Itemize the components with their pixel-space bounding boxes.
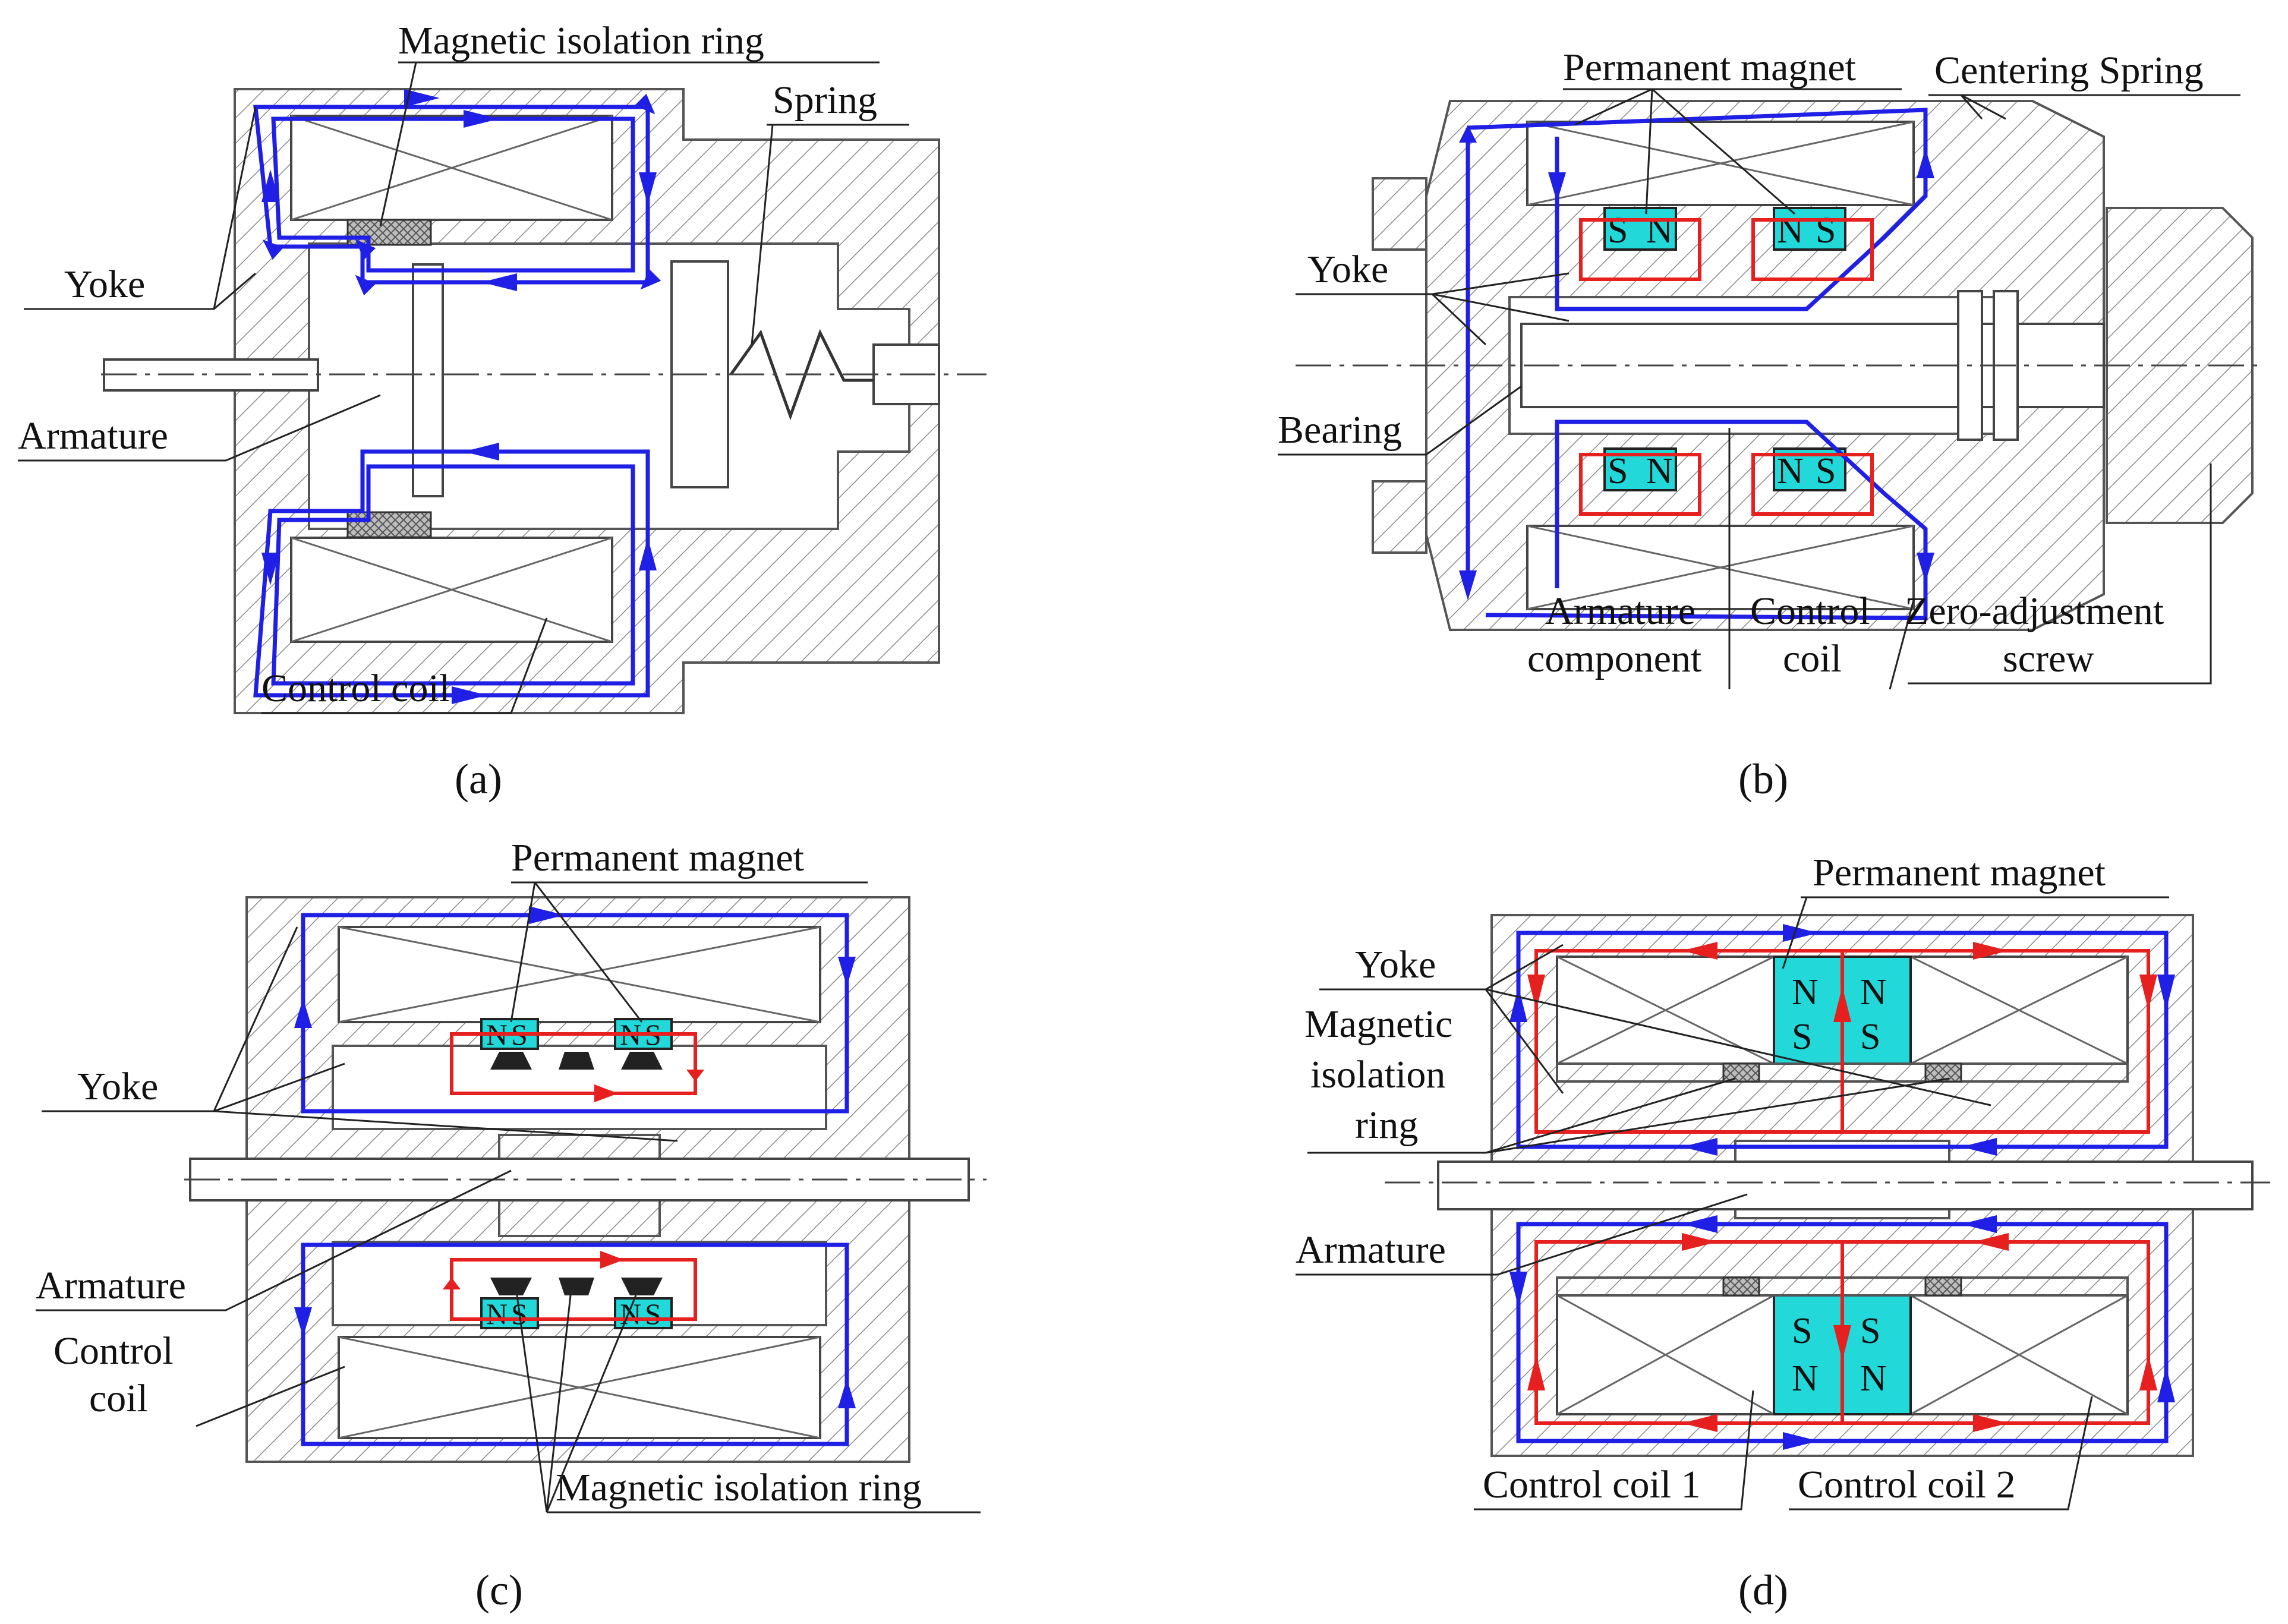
- panel-d: N S N S S N S N: [1296, 851, 2270, 1614]
- panel-b: S N N S S N N S Permanent magnet Centeri…: [1278, 46, 2258, 803]
- label-b-bearing: Bearing: [1278, 408, 1402, 452]
- isolation-ring-a-bottom: [346, 511, 432, 538]
- flux-a-bottom: [253, 449, 650, 698]
- yoke-a-cavity: [308, 242, 910, 530]
- flux-b-magnet-red: [1579, 218, 1874, 516]
- label-b-permanent-magnet: Permanent magnet: [1563, 46, 1856, 89]
- label-b-armature-2: component: [1527, 637, 1701, 680]
- label-d-iso-3: ring: [1355, 1103, 1418, 1147]
- svg-text:N: N: [1646, 210, 1673, 251]
- svg-text:N: N: [1777, 210, 1804, 251]
- label-b-armature-1: Armature: [1545, 589, 1695, 633]
- flux-c-top: [301, 913, 849, 1114]
- caption-b: (b): [1738, 755, 1788, 803]
- label-d-armature: Armature: [1296, 1228, 1446, 1272]
- label-a-spring: Spring: [773, 78, 877, 122]
- svg-text:N: N: [1792, 972, 1819, 1013]
- svg-text:S: S: [1608, 451, 1628, 491]
- permanent-magnet-c-3: [480, 1297, 539, 1329]
- label-a-isolation-ring: Magnetic isolation ring: [398, 19, 764, 62]
- flux-d-magnet-red: [1534, 949, 2150, 1425]
- label-b-yoke: Yoke: [1307, 248, 1388, 291]
- label-b-control-1: Control: [1750, 589, 1870, 633]
- label-c-isolation-ring: Magnetic isolation ring: [556, 1466, 922, 1509]
- label-c-control-2: coil: [89, 1377, 148, 1420]
- svg-text:N: N: [1860, 972, 1887, 1013]
- flux-b-bottom: [1485, 420, 1928, 620]
- label-a-yoke: Yoke: [64, 263, 145, 306]
- svg-text:S: S: [1792, 1017, 1812, 1057]
- svg-text:N: N: [486, 1297, 508, 1330]
- caption-d: (d): [1738, 1566, 1788, 1614]
- label-c-armature: Armature: [36, 1264, 186, 1307]
- label-a-control-coil: Control coil: [261, 667, 450, 710]
- svg-text:S: S: [1792, 1311, 1812, 1351]
- permanent-magnet-b-1: [1603, 207, 1677, 251]
- svg-text:S: S: [1608, 210, 1628, 251]
- permanent-magnet-b-2: [1773, 207, 1846, 251]
- isolation-ring-a-top: [346, 219, 432, 246]
- armature-d-shaft: [1437, 1161, 2254, 1210]
- flux-c-bottom: [301, 1243, 849, 1446]
- label-d-iso-1: Magnetic: [1304, 1002, 1452, 1046]
- caption-c: (c): [475, 1566, 523, 1614]
- flux-d-main: [1516, 931, 2169, 1443]
- svg-text:S: S: [1816, 451, 1836, 491]
- svg-text:N: N: [1792, 1358, 1819, 1399]
- svg-text:N: N: [1646, 451, 1673, 491]
- label-b-centering-spring: Centering Spring: [1934, 49, 2204, 92]
- label-d-iso-2: isolation: [1310, 1053, 1445, 1096]
- svg-text:N: N: [1777, 451, 1804, 491]
- label-b-zero-1: Zero-adjustment: [1905, 589, 2164, 633]
- armature-a: [412, 263, 444, 497]
- label-c-permanent-magnet: Permanent magnet: [511, 836, 804, 879]
- label-d-yoke: Yoke: [1355, 943, 1436, 986]
- svg-text:S: S: [1860, 1311, 1880, 1351]
- svg-text:N: N: [1860, 1358, 1887, 1399]
- label-d-coil-1: Control coil 1: [1483, 1463, 1701, 1506]
- label-c-yoke: Yoke: [77, 1065, 158, 1108]
- svg-text:S: S: [1860, 1017, 1880, 1057]
- label-b-zero-2: screw: [2003, 637, 2094, 680]
- label-c-control-1: Control: [53, 1329, 174, 1373]
- label-b-control-2: coil: [1783, 637, 1842, 680]
- flux-a-top: [253, 107, 648, 282]
- label-d-permanent-magnet: Permanent magnet: [1813, 851, 2106, 894]
- flux-b-top: [1466, 108, 1928, 594]
- label-a-armature: Armature: [18, 414, 168, 458]
- svg-text:S: S: [1816, 210, 1836, 251]
- label-d-coil-2: Control coil 2: [1798, 1463, 2016, 1506]
- panel-c: N S N S N S N S Permanent magnet Yoke Ar…: [36, 836, 987, 1614]
- panel-a: Magnetic isolation ring Spring Yoke Arma…: [18, 19, 987, 803]
- svg-text:S: S: [645, 1297, 661, 1330]
- caption-a: (a): [455, 755, 502, 803]
